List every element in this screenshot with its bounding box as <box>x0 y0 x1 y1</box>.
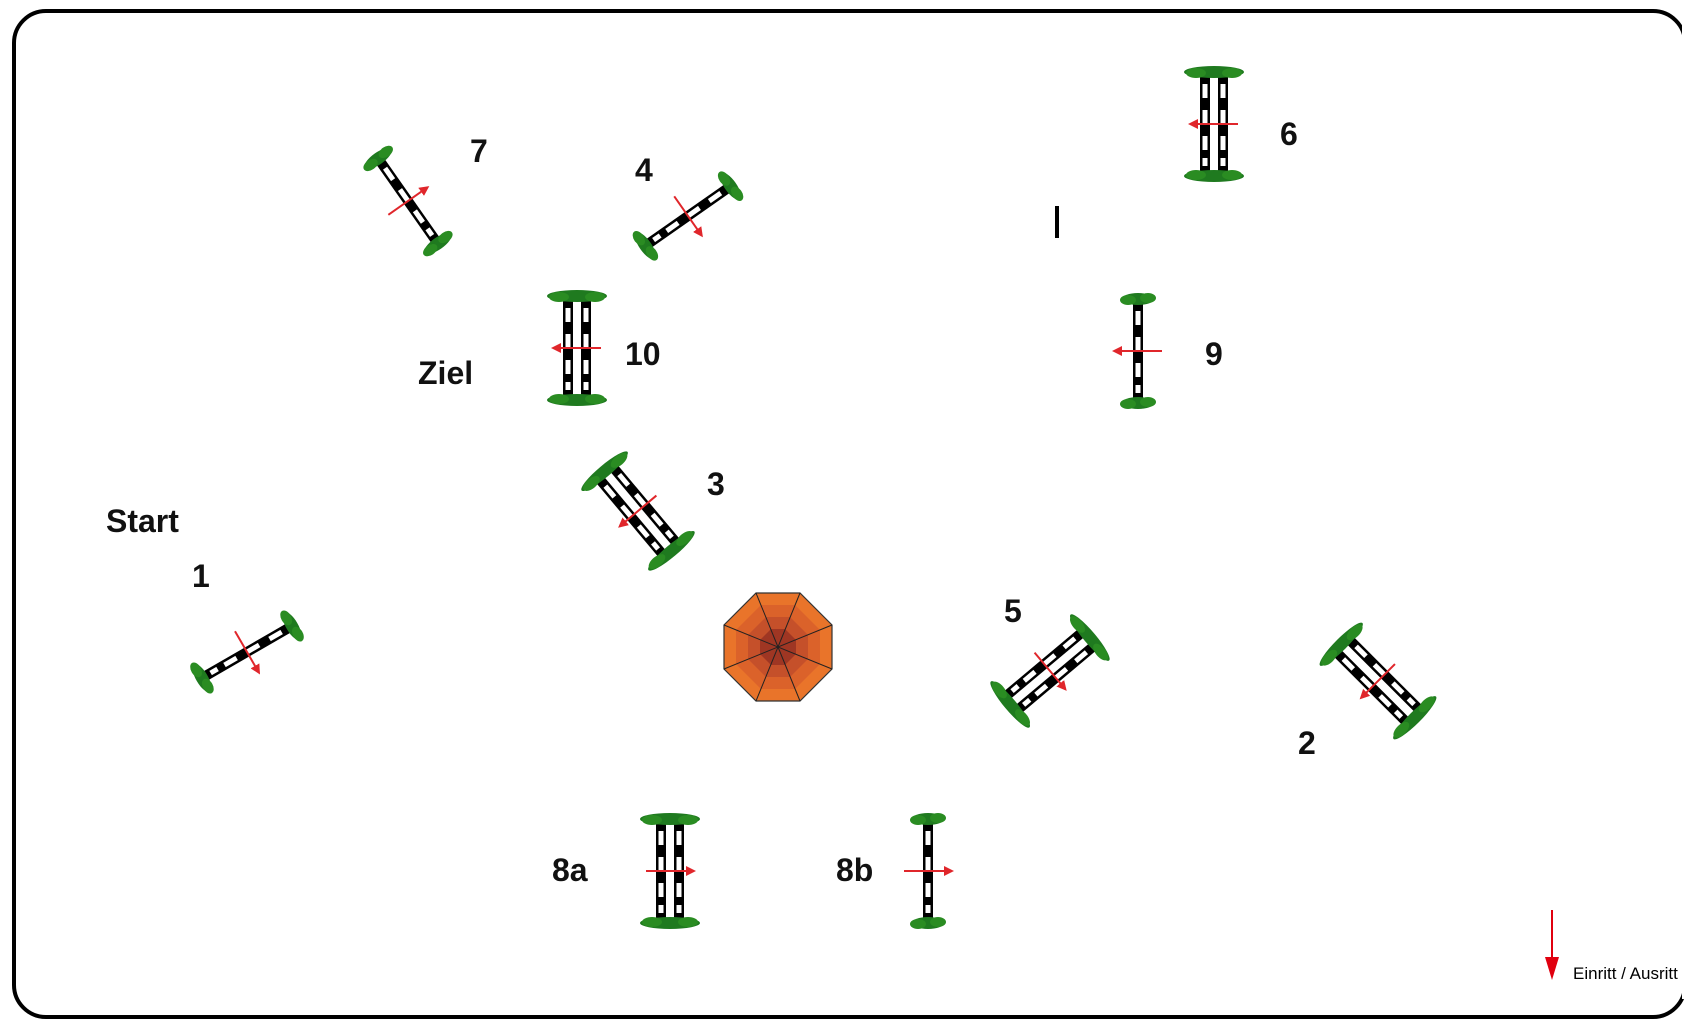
jump-7 <box>355 140 461 263</box>
right-edge-mask <box>1682 0 1690 999</box>
jump-8b <box>904 813 952 929</box>
jump-8b-label: 8b <box>836 852 873 888</box>
start-label: Start <box>106 503 179 539</box>
jump-10 <box>547 290 607 406</box>
jump-9 <box>1114 293 1162 409</box>
jump-3-label: 3 <box>707 466 725 502</box>
jump-1-label: 1 <box>192 558 210 594</box>
jump-6 <box>1184 66 1244 182</box>
jump-2-label: 2 <box>1298 725 1316 761</box>
marker-pole <box>1055 206 1059 238</box>
jump-10-label: 10 <box>625 336 661 372</box>
jump-3 <box>578 447 699 574</box>
jump-7-label: 7 <box>470 133 488 169</box>
jump-4-label: 4 <box>635 152 653 188</box>
jump-8a-label: 8a <box>552 852 588 888</box>
jump-1 <box>185 602 309 702</box>
octagon-flower-bed-icon <box>723 592 833 702</box>
jump-2 <box>1316 619 1440 743</box>
jump-6-label: 6 <box>1280 116 1298 152</box>
arena-border <box>12 9 1687 1019</box>
entrance-exit-legend: Einritt / Ausritt <box>1573 964 1678 983</box>
finish-label: Ziel <box>418 355 473 391</box>
jump-5-label: 5 <box>1004 593 1022 629</box>
jump-9-label: 9 <box>1205 336 1223 372</box>
jump-8a <box>640 813 700 929</box>
down-arrow-icon <box>1545 910 1559 980</box>
